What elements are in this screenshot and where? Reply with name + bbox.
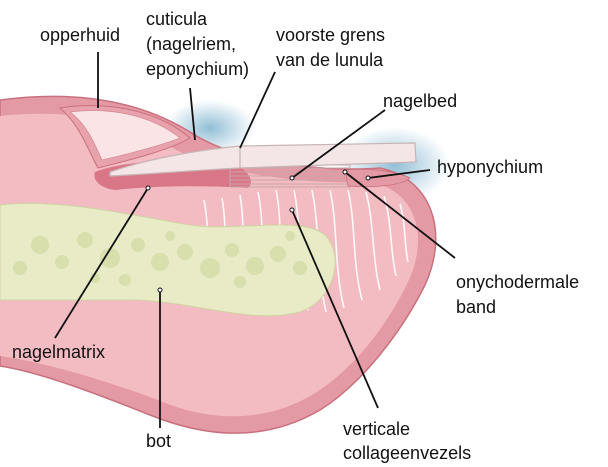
label-hyponychium: hyponychium: [437, 156, 543, 178]
label-bot: bot: [146, 430, 171, 452]
leader-lunula: [240, 72, 275, 148]
label-nagelmatrix: nagelmatrix: [12, 341, 105, 363]
label-lunula-line2: van de lunula: [276, 49, 383, 71]
label-nagelbed: nagelbed: [383, 90, 457, 112]
label-opperhuid: opperhuid: [40, 24, 120, 46]
label-cuticula-line2: (nagelriem,: [146, 33, 236, 55]
label-verticale-line1: verticale: [343, 418, 410, 440]
label-cuticula-line1: cuticula: [146, 8, 207, 30]
label-verticale-line2: collageenvezels: [343, 442, 471, 464]
label-onychodermale-line2: band: [456, 296, 496, 318]
label-lunula-line1: voorste grens: [276, 24, 385, 46]
label-onychodermale-line1: onychodermale: [456, 271, 579, 293]
label-cuticula-line3: eponychium): [146, 58, 249, 80]
